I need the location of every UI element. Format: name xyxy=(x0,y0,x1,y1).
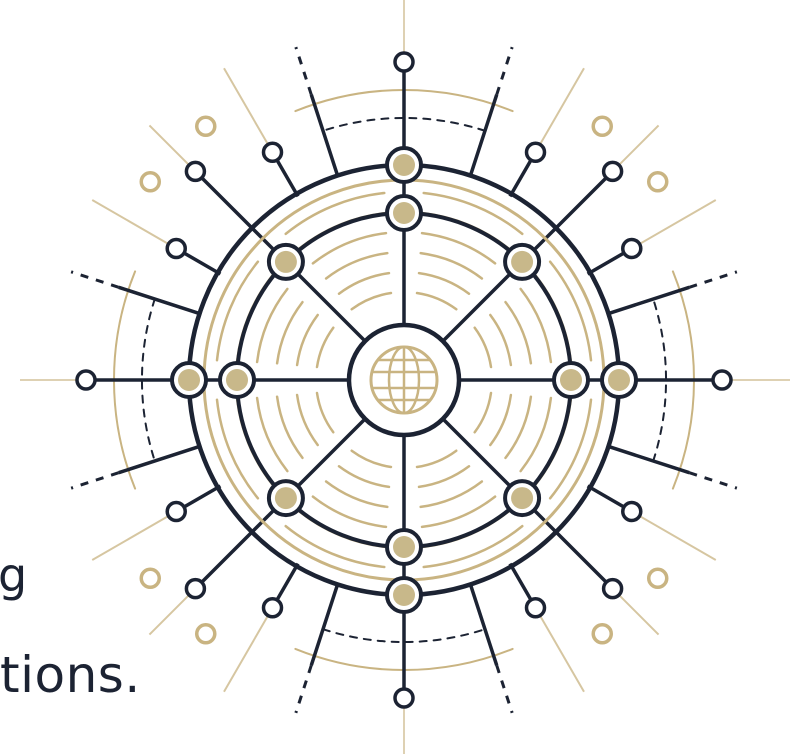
open-node xyxy=(197,117,215,135)
gold-node-fill xyxy=(393,202,415,224)
inner-gold-arc xyxy=(297,315,318,365)
dashed-spoke-end xyxy=(296,665,311,713)
open-node xyxy=(141,569,159,587)
inner-gold-arc xyxy=(339,466,389,487)
outer-spoke xyxy=(470,584,496,665)
dashed-spoke-end xyxy=(689,272,737,287)
open-node xyxy=(197,625,215,643)
inner-gold-arc xyxy=(419,466,469,487)
inner-gold-arc xyxy=(423,213,509,248)
inner-gold-arc xyxy=(257,398,287,471)
open-node xyxy=(264,599,282,617)
dashed-spoke-end xyxy=(71,473,119,488)
inner-gold-arc xyxy=(237,399,272,485)
open-node xyxy=(623,503,641,521)
gold-node-fill xyxy=(178,369,200,391)
inner-gold-arc xyxy=(536,399,571,485)
open-node xyxy=(186,580,204,598)
gold-node-fill xyxy=(608,369,630,391)
inner-gold-arc xyxy=(317,328,333,367)
open-node xyxy=(167,503,185,521)
inner-gold-arc xyxy=(417,293,456,309)
open-node xyxy=(713,371,731,389)
open-node xyxy=(527,143,545,161)
inner-gold-arc xyxy=(317,393,333,432)
gold-node-fill xyxy=(275,487,297,509)
outer-spoke xyxy=(470,95,496,176)
dashed-spoke-end xyxy=(497,665,512,713)
inner-gold-arc xyxy=(352,293,391,309)
dashed-spoke-end xyxy=(497,47,512,95)
gold-node-fill xyxy=(393,584,415,606)
inner-gold-arc xyxy=(313,497,386,527)
gold-node-fill xyxy=(511,251,533,273)
open-node xyxy=(623,240,641,258)
open-node xyxy=(527,599,545,617)
inner-gold-arc xyxy=(490,315,511,365)
text-fragment-tions: tions. xyxy=(0,650,141,700)
open-node xyxy=(186,162,204,180)
outer-spoke xyxy=(608,287,689,313)
outer-spoke xyxy=(608,446,689,472)
inner-gold-arc xyxy=(521,398,551,471)
inner-gold-arc xyxy=(299,512,385,547)
outer-spoke xyxy=(311,584,337,665)
inner-gold-arc xyxy=(422,497,495,527)
open-node xyxy=(604,162,622,180)
gold-node-fill xyxy=(275,251,297,273)
open-node xyxy=(167,240,185,258)
inner-gold-arc xyxy=(475,393,491,432)
open-node xyxy=(141,173,159,191)
open-node xyxy=(649,569,667,587)
gold-node-fill xyxy=(226,369,248,391)
open-node xyxy=(77,371,95,389)
inner-gold-arc xyxy=(297,395,318,445)
open-node xyxy=(395,689,413,707)
inner-gold-arc xyxy=(237,275,272,361)
open-node xyxy=(604,580,622,598)
inner-gold-arc xyxy=(521,289,551,362)
inner-gold-arc xyxy=(339,273,389,294)
inner-gold-arc xyxy=(475,328,491,367)
dashed-spoke-end xyxy=(296,47,311,95)
inner-gold-arc xyxy=(423,512,509,547)
gold-node-fill xyxy=(511,487,533,509)
text-fragment-g: g xyxy=(0,552,27,598)
inner-gold-arc xyxy=(422,233,495,263)
inner-gold-arc xyxy=(490,395,511,445)
open-node xyxy=(593,117,611,135)
outer-spoke xyxy=(311,95,337,176)
outer-spoke xyxy=(119,287,200,313)
gold-node-fill xyxy=(560,369,582,391)
open-node xyxy=(593,625,611,643)
gold-node-fill xyxy=(393,154,415,176)
dashed-spoke-end xyxy=(689,473,737,488)
inner-gold-arc xyxy=(352,451,391,467)
open-node xyxy=(264,143,282,161)
inner-gold-arc xyxy=(417,451,456,467)
outer-spoke xyxy=(119,446,200,472)
inner-gold-arc xyxy=(536,275,571,361)
open-node xyxy=(395,53,413,71)
inner-gold-arc xyxy=(257,289,287,362)
inner-gold-arc xyxy=(299,213,385,248)
open-node xyxy=(649,173,667,191)
inner-gold-arc xyxy=(419,273,469,294)
dashed-spoke-end xyxy=(71,272,119,287)
gold-node-fill xyxy=(393,536,415,558)
inner-gold-arc xyxy=(313,233,386,263)
